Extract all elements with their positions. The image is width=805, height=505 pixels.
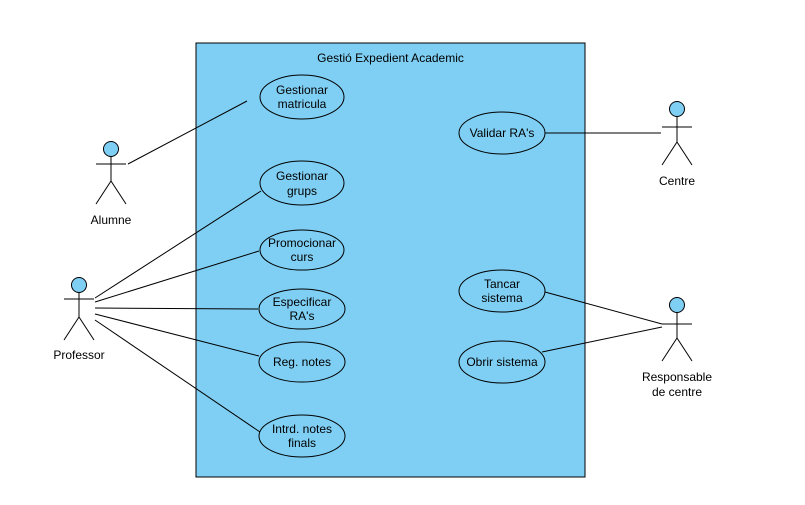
actor-alumne: Alumne — [91, 141, 132, 227]
use-case-gestionar-grups: Gestionar grups — [259, 160, 345, 206]
association-professor-gestionar-grups — [94, 190, 262, 299]
use-case-label-line: Reg. notes — [273, 355, 331, 369]
actor-label: Alumne — [91, 213, 132, 227]
use-case-label-line: Promocionar — [268, 236, 336, 250]
actor-head — [669, 297, 685, 313]
use-case-especificar-ras: Especificar RA's — [258, 288, 346, 330]
actor-centre: Centre — [659, 101, 695, 188]
association-responsable-obrir-sistema — [541, 326, 663, 353]
actor-head — [669, 101, 685, 117]
use-case-label-line: finals — [288, 436, 316, 450]
system-title: Gestió Expedient Academic — [317, 51, 464, 65]
use-case-label-line: Validar RA's — [470, 126, 535, 140]
use-case-label-line: Gestionar — [276, 83, 328, 97]
association-professor-intrd-notes-finals — [94, 319, 261, 433]
use-case-promocionar-curs: Promocionar curs — [259, 229, 345, 271]
actor-professor: Professor — [53, 277, 105, 362]
use-case-gestionar-matricula: Gestionar matricula — [259, 74, 345, 120]
system-boundary: Gestió Expedient Academic — [195, 42, 586, 478]
association-professor-promocionar-curs — [94, 250, 260, 303]
use-case-reg-notes: Reg. notes — [258, 341, 346, 383]
use-case-label-line: Gestionar — [276, 169, 328, 183]
use-case-tancar-sistema: Tancar sistema — [458, 269, 546, 313]
use-case-label-line: RA's — [290, 309, 315, 323]
use-case-label-line: Especificar — [273, 295, 332, 309]
use-case-label-line: sistema — [481, 291, 523, 305]
actor-label: de centre — [652, 385, 702, 399]
actor-label: Responsable — [642, 370, 712, 384]
use-case-label-line: Obrir sistema — [466, 355, 538, 369]
use-case-intrd-notes-finals: Intrd. notes finals — [258, 414, 346, 458]
actor-responsable-de-centre: Responsable de centre — [642, 297, 712, 399]
actor-label: Professor — [53, 348, 104, 362]
association-alumne-gestionar-matricula — [127, 100, 248, 165]
association-responsable-tancar-sistema — [544, 291, 663, 325]
use-case-label-line: grups — [287, 184, 317, 198]
actor-label: Centre — [659, 174, 695, 188]
use-case-obrir-sistema: Obrir sistema — [458, 340, 546, 384]
association-professor-especificar-ras — [94, 307, 259, 310]
use-case-label-line: curs — [291, 250, 314, 264]
association-professor-reg-notes — [94, 313, 260, 357]
associations — [94, 100, 663, 433]
use-case-label-line: matricula — [278, 97, 327, 111]
use-case-label-line: Intrd. notes — [272, 422, 332, 436]
use-case-validar-ras: Validar RA's — [458, 111, 546, 155]
actor-head — [103, 141, 119, 157]
actor-head — [71, 277, 87, 293]
use-case-label-line: Tancar — [484, 277, 520, 291]
